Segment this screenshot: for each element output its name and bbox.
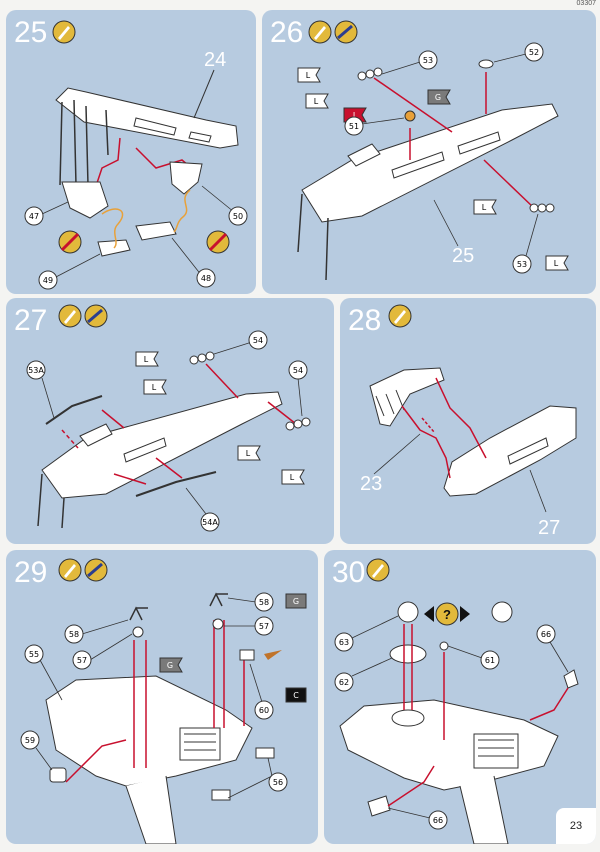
page-code: 03307 — [576, 0, 596, 7]
callout-54: 54 — [253, 336, 263, 345]
svg-text:L: L — [144, 355, 149, 364]
step-28-drawing: 23 27 — [360, 304, 577, 539]
step-number: 27 — [14, 304, 48, 337]
svg-text:C: C — [293, 691, 299, 700]
callout-56: 56 — [273, 778, 283, 787]
step-number: 26 — [270, 16, 304, 49]
step-29-drawing: G G C 58 57 55 59 58 57 60 56 — [20, 558, 307, 844]
svg-text:L: L — [290, 473, 295, 482]
step-27-panel: 27 L L L L 53A 54 54 — [6, 298, 334, 544]
callout-55: 55 — [29, 650, 39, 659]
callout-49: 49 — [43, 276, 53, 285]
callout-66b: 66 — [433, 816, 443, 825]
step-25-panel: 25 24 47 48 49 — [6, 10, 256, 294]
callout-57: 57 — [77, 656, 87, 665]
svg-text:L: L — [482, 203, 487, 212]
callout-60: 60 — [259, 706, 269, 715]
glue-badge-icon — [388, 304, 412, 328]
svg-text:G: G — [435, 93, 441, 102]
step-26-panel: 26 25 L L I G L L 53 52 — [262, 10, 596, 294]
callout-58: 58 — [69, 630, 79, 639]
callout-48: 48 — [201, 274, 211, 283]
paint-flag-L: L — [473, 199, 497, 215]
glue-badge-icon — [58, 304, 82, 328]
paint-flag-L: L — [143, 379, 167, 395]
page-number: 23 — [556, 808, 596, 844]
paint-flag-L: L — [305, 93, 329, 109]
callout-57b: 57 — [259, 622, 269, 631]
svg-text:L: L — [152, 383, 157, 392]
glue-badge-icon — [52, 20, 76, 44]
svg-text:I: I — [353, 111, 355, 120]
svg-text:L: L — [306, 71, 311, 80]
alternative-question-icon: ? — [424, 602, 470, 626]
callout-50: 50 — [233, 212, 243, 221]
callout-53a: 53A — [28, 366, 44, 375]
paint-flag-C: C — [285, 687, 307, 703]
paint-flag-L: L — [135, 351, 159, 367]
paint-flag-L: L — [281, 469, 305, 485]
callout-53b: 53 — [517, 260, 527, 269]
no-glue-icon — [58, 230, 82, 254]
svg-text:L: L — [314, 97, 319, 106]
label-27: 27 — [538, 517, 560, 539]
label-23: 23 — [360, 473, 382, 495]
callout-66: 66 — [541, 630, 551, 639]
step-number: 28 — [348, 304, 382, 337]
step-30-panel: 30 ? 63 61 62 66 — [324, 550, 596, 844]
step-26-drawing: 25 L L I G L L 53 52 51 53 — [297, 20, 569, 281]
label-24: 24 — [204, 49, 226, 71]
step-27-drawing: L L L L 53A 54 54 54A — [26, 304, 311, 532]
step-number: 30 — [332, 556, 366, 589]
paint-badge-icon — [84, 558, 108, 582]
glue-badge-icon — [366, 558, 390, 582]
callout-62: 62 — [339, 678, 349, 687]
paint-flag-L: L — [545, 255, 569, 271]
callout-47: 47 — [29, 212, 39, 221]
step-number: 25 — [14, 16, 48, 49]
callout-51: 51 — [349, 122, 359, 131]
svg-text:G: G — [293, 597, 299, 606]
glue-badge-icon — [308, 20, 332, 44]
step-29-panel: 29 G G C 58 57 — [6, 550, 318, 844]
paint-badge-icon — [84, 304, 108, 328]
glue-badge-icon — [58, 558, 82, 582]
callout-63: 63 — [339, 638, 349, 647]
step-30-drawing: ? 63 61 62 66 66 — [334, 558, 579, 844]
paint-flag-L: L — [237, 445, 261, 461]
paint-badge-icon — [334, 20, 358, 44]
no-glue-icon — [206, 230, 230, 254]
callout-54a: 54A — [202, 518, 218, 527]
step-28-panel: 28 23 27 — [340, 298, 596, 544]
paint-flag-G: G — [285, 593, 307, 609]
callout-58b: 58 — [259, 598, 269, 607]
step-number: 29 — [14, 556, 48, 589]
paint-flag-G: G — [427, 89, 451, 105]
step-25-drawing: 24 47 48 49 50 — [24, 20, 248, 290]
svg-text:L: L — [246, 449, 251, 458]
svg-text:L: L — [554, 259, 559, 268]
paint-flag-L: L — [297, 67, 321, 83]
svg-text:?: ? — [443, 607, 451, 622]
callout-53: 53 — [423, 56, 433, 65]
svg-text:G: G — [167, 661, 173, 670]
callout-59: 59 — [25, 736, 35, 745]
callout-52: 52 — [529, 48, 539, 57]
label-25: 25 — [452, 245, 474, 267]
callout-61: 61 — [485, 656, 495, 665]
paint-flag-G: G — [159, 657, 183, 673]
callout-54b: 54 — [293, 366, 303, 375]
